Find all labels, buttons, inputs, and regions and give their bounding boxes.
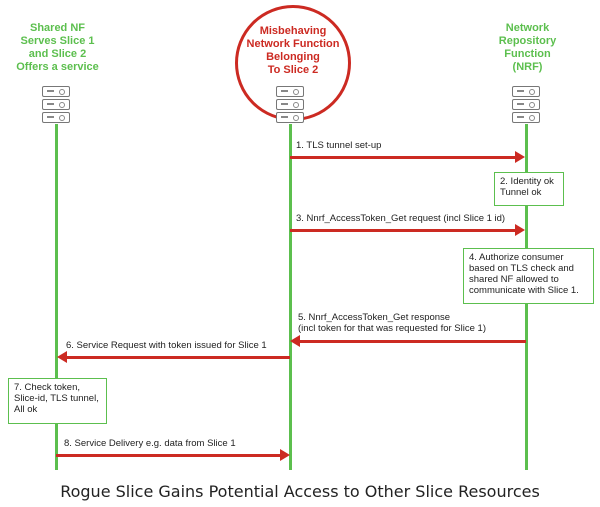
message-3-arrow [290, 224, 525, 236]
message-3-label: 3. Nnrf_AccessToken_Get request (incl Sl… [296, 213, 506, 224]
server-icon [512, 86, 540, 125]
message-1-label: 1. TLS tunnel set-up [296, 140, 382, 151]
participant-misbehaving-nf-label: Misbehaving Network Function Belonging T… [246, 25, 340, 76]
note-2-box: 2. Identity ok Tunnel ok [494, 172, 564, 206]
lifeline-misbehaving-nf [289, 124, 292, 470]
participant-shared-nf-label: Shared NF Serves Slice 1 and Slice 2 Off… [16, 22, 99, 73]
note-4-box: 4. Authorize consumer based on TLS check… [463, 248, 594, 304]
message-5-arrow [290, 335, 526, 347]
server-icon [276, 86, 304, 125]
lifeline-shared-nf [55, 124, 58, 470]
message-6-arrow [57, 351, 290, 363]
message-8-label: 8. Service Delivery e.g. data from Slice… [64, 438, 236, 449]
note-7-box: 7. Check token, Slice-id, TLS tunnel, Al… [8, 378, 107, 424]
message-6-label: 6. Service Request with token issued for… [66, 340, 267, 351]
participant-nrf-label: Network Repository Function (NRF) [498, 22, 557, 73]
message-8-arrow [56, 449, 290, 461]
server-icon [42, 86, 70, 125]
message-1-arrow [290, 151, 525, 163]
diagram-caption: Rogue Slice Gains Potential Access to Ot… [60, 482, 540, 501]
message-5-label: 5. Nnrf_AccessToken_Get response (incl t… [298, 312, 486, 334]
